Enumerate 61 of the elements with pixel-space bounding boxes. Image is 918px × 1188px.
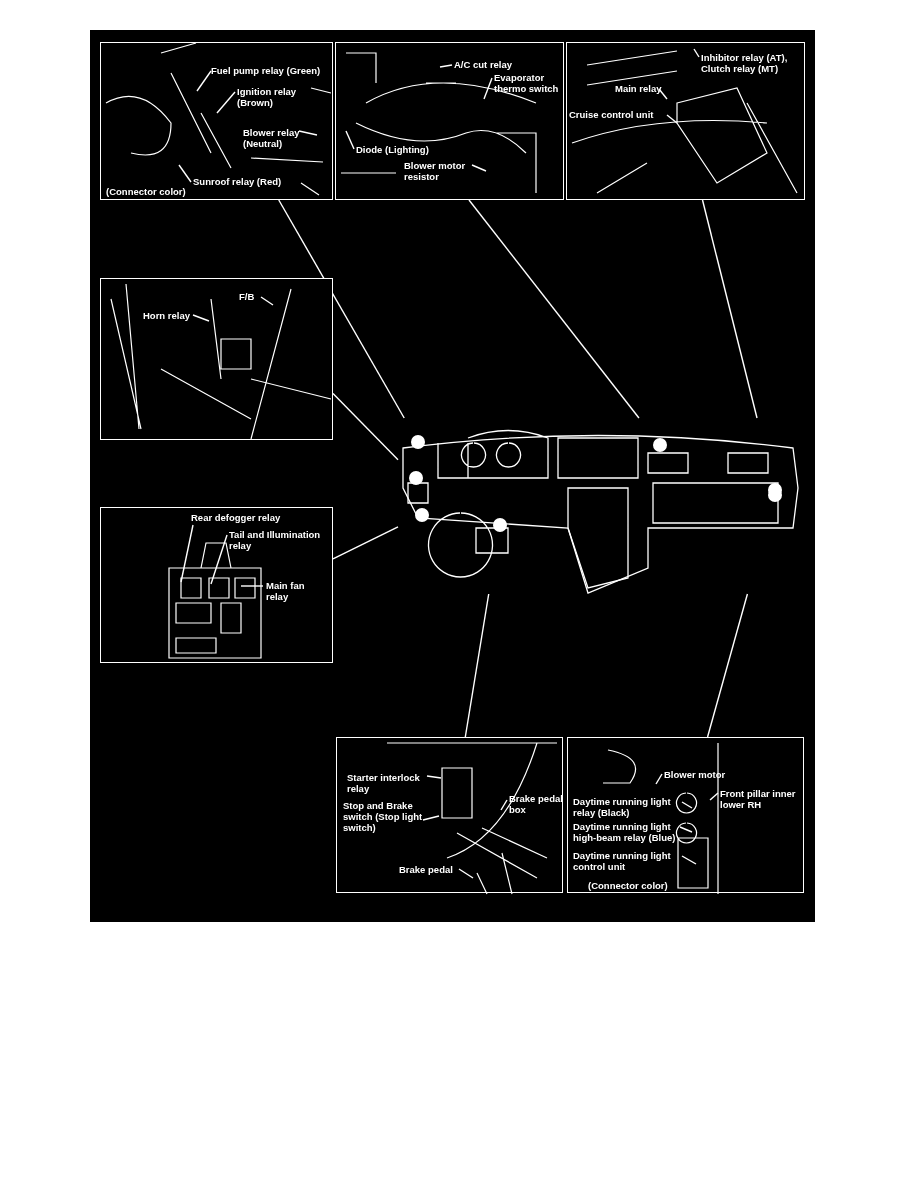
leader-line bbox=[422, 815, 440, 821]
inset-panel bbox=[100, 507, 333, 663]
leader-line bbox=[210, 534, 228, 585]
leader-line bbox=[681, 855, 697, 865]
leader-line bbox=[216, 91, 236, 114]
callout-label: Tail and Illumination relay bbox=[229, 529, 329, 551]
callout-label: Blower motor resistor bbox=[404, 160, 484, 182]
leader-line bbox=[240, 585, 264, 587]
connector-line bbox=[278, 199, 405, 419]
leader-line bbox=[439, 64, 453, 68]
callout-label: Brake pedal bbox=[399, 864, 459, 875]
connector-line bbox=[332, 392, 399, 461]
callout-label: Blower relay (Neutral) bbox=[243, 127, 313, 149]
leader-line bbox=[345, 130, 355, 150]
leader-line bbox=[178, 164, 192, 183]
callout-label: Sunroof relay (Red) bbox=[193, 176, 313, 187]
callout-label: Front pillar inner lower RH bbox=[720, 788, 805, 810]
callout-label: Daytime running light control unit bbox=[573, 850, 688, 872]
connector-line bbox=[706, 593, 749, 738]
inset-panel bbox=[336, 737, 563, 893]
leader-line bbox=[192, 314, 210, 322]
callout-label: Ignition relay (Brown) bbox=[237, 86, 307, 108]
callout-label: A/C cut relay bbox=[454, 59, 516, 70]
leader-line bbox=[458, 868, 474, 879]
inset-panel bbox=[335, 42, 564, 200]
callout-label: Fuel pump relay (Green) bbox=[211, 65, 336, 76]
callout-label: Inhibitor relay (AT), Clutch relay (MT) bbox=[701, 52, 801, 74]
leader-line bbox=[681, 801, 693, 809]
leader-line bbox=[483, 77, 493, 100]
callout-label: Starter interlock relay bbox=[347, 772, 427, 794]
note-text: (Connector color) bbox=[106, 186, 186, 197]
inset-panel bbox=[567, 737, 804, 893]
callout-label: F/B bbox=[239, 291, 261, 302]
leader-line bbox=[180, 524, 194, 583]
leader-line bbox=[666, 114, 678, 124]
leader-line bbox=[709, 792, 719, 801]
callout-label: Rear defogger relay bbox=[191, 512, 291, 523]
callout-label: Diode (Lighting) bbox=[356, 144, 441, 155]
leader-line bbox=[693, 48, 700, 58]
callout-label: Evaporator thermo switch bbox=[494, 72, 564, 94]
connector-line bbox=[464, 593, 490, 738]
leader-line bbox=[679, 826, 693, 833]
connector-line bbox=[701, 199, 758, 419]
callout-label: Main relay bbox=[615, 83, 663, 94]
connector-line bbox=[468, 199, 640, 419]
leader-line bbox=[196, 70, 212, 92]
note-text: (Connector color) bbox=[588, 880, 668, 891]
callout-label: Daytime running light relay (Black) bbox=[573, 796, 688, 818]
leader-line bbox=[426, 775, 442, 779]
callout-label: Daytime running light high-beam relay (Blue) bbox=[573, 821, 688, 843]
connector-line bbox=[332, 526, 399, 560]
leader-line bbox=[658, 88, 668, 100]
leader-line bbox=[298, 130, 318, 136]
leader-line bbox=[500, 799, 508, 811]
callout-label: Stop and Brake switch (Stop light switch) bbox=[343, 800, 428, 833]
leader-line bbox=[260, 296, 274, 306]
callout-label: Cruise control unit bbox=[569, 109, 679, 120]
callout-label: Main fan relay bbox=[266, 580, 316, 602]
leader-line bbox=[471, 164, 487, 172]
callout-label: Horn relay bbox=[143, 310, 203, 321]
leader-line bbox=[655, 773, 663, 785]
